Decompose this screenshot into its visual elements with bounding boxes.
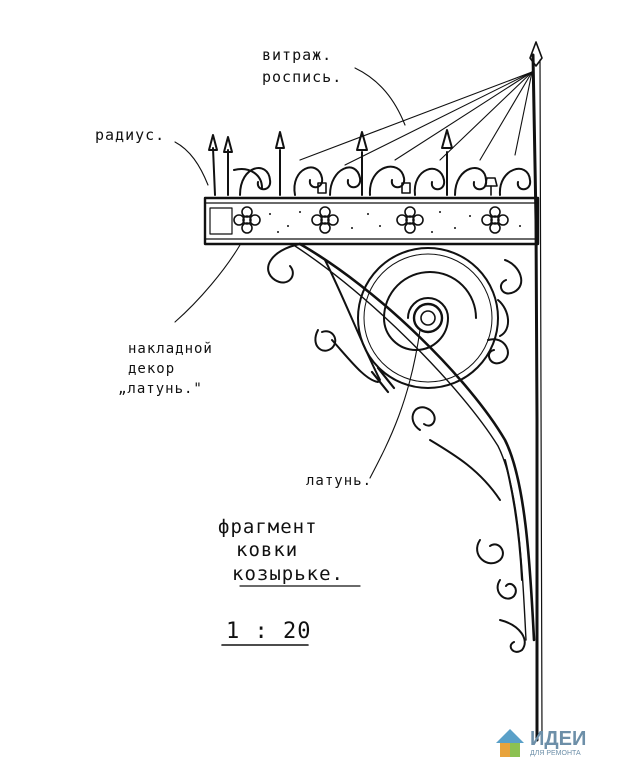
top-scrolls	[233, 165, 532, 196]
stained-glass-rays	[299, 71, 533, 166]
spear-pickets	[208, 129, 453, 196]
label-vitrazh-1: витраж.	[262, 46, 332, 64]
title-line-1: фрагмент	[218, 516, 318, 538]
brand-name: ИДЕИ	[530, 728, 586, 750]
house-icon	[496, 729, 524, 757]
large-spiral	[357, 247, 499, 389]
right-scrolls	[411, 259, 526, 653]
horizontal-beam	[203, 196, 540, 246]
scale-label: 1 : 20	[226, 619, 311, 644]
brass-collar	[370, 366, 396, 394]
label-radius: радиус.	[95, 126, 165, 144]
label-decor-1: накладной	[128, 341, 213, 357]
small-finials	[317, 177, 498, 196]
title-line-3: козырьке.	[232, 563, 344, 585]
title-line-2: ковки	[236, 539, 298, 561]
diagonal-strut	[298, 242, 536, 642]
leader-lines	[174, 67, 421, 479]
label-decor-2: декор	[128, 361, 175, 377]
top-finial	[529, 41, 543, 67]
left-scroll	[267, 243, 301, 284]
label-vitrazh-2: роспись.	[262, 68, 342, 86]
beam-texture	[269, 211, 521, 233]
brand-sub: ДЛЯ РЕМОНТА	[530, 750, 581, 757]
label-decor-3: „латунь."	[118, 381, 203, 397]
label-brass: латунь.	[306, 473, 372, 489]
brand-logo: ИДЕИ ДЛЯ РЕМОНТА	[496, 728, 586, 757]
overlay-flowers	[209, 206, 509, 235]
wall-post	[531, 53, 539, 742]
